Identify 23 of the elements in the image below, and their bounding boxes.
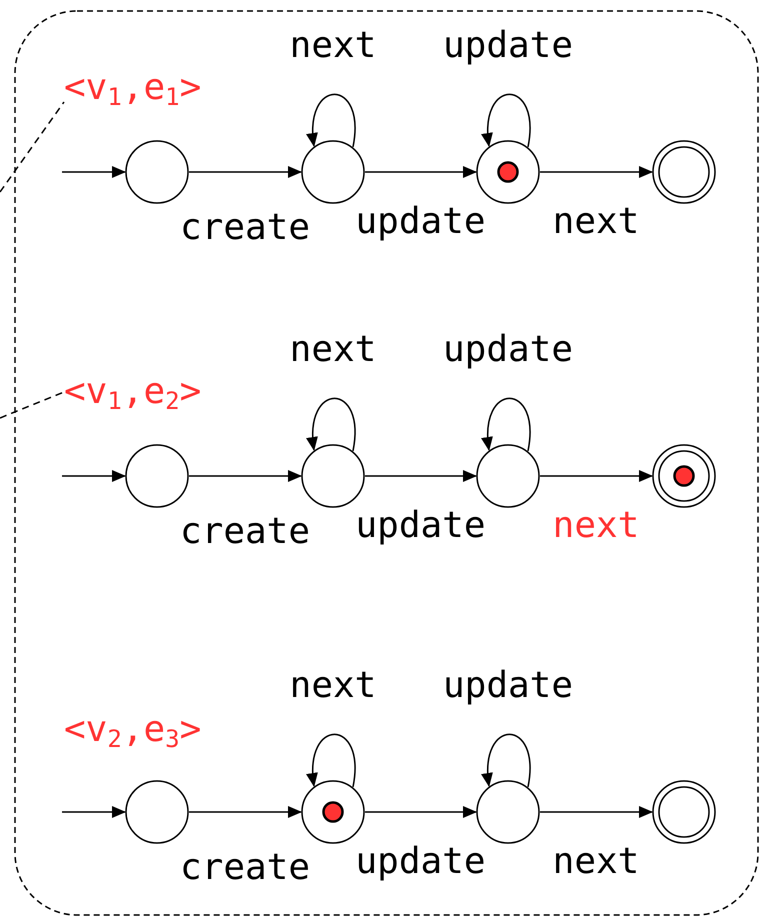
arrow — [540, 470, 653, 482]
loop-arrow — [306, 398, 356, 452]
arrow — [365, 806, 477, 818]
arrow — [365, 166, 477, 178]
arrow — [540, 166, 653, 178]
arrow — [62, 166, 126, 178]
loop-arrow — [306, 94, 356, 148]
loop-arrow — [482, 94, 531, 148]
arrow — [189, 806, 302, 818]
arrow — [540, 806, 653, 818]
arrow — [62, 470, 126, 482]
tuple-label: <v$_{1}$,e$_{2}$> — [64, 374, 254, 418]
tuple-label: <v$_{2}$,e$_{3}$> — [64, 712, 254, 756]
arrow — [62, 806, 126, 818]
arrow — [189, 166, 302, 178]
loop-arrow — [482, 398, 531, 452]
tuple-label: <v$_{1}$,e$_{1}$> — [64, 70, 254, 114]
leader-line — [0, 102, 65, 192]
loop-arrow — [306, 734, 356, 788]
leader-line — [0, 391, 64, 419]
arrow — [189, 470, 302, 482]
loop-arrow — [482, 734, 531, 788]
arrow — [365, 470, 477, 482]
